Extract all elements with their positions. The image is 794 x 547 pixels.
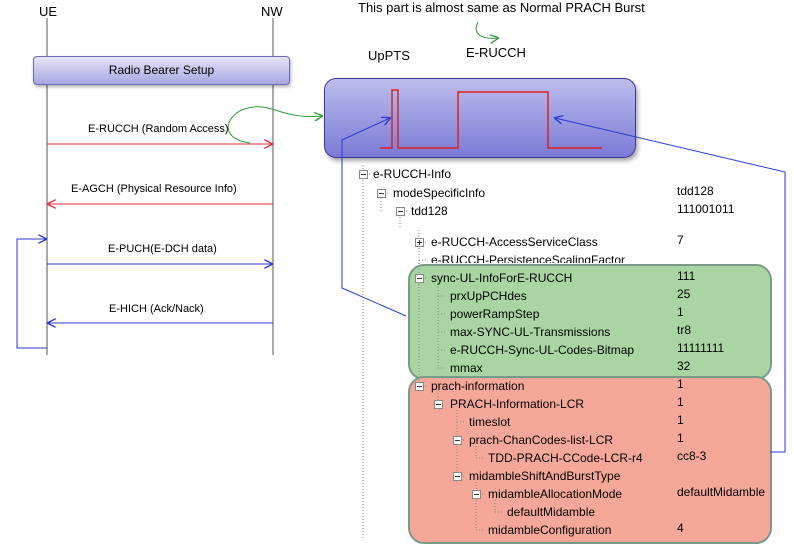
tree-node-timeslot[interactable]: timeslot — [469, 415, 511, 429]
tree-value: cc8-3 — [677, 449, 707, 463]
radio-bearer-setup-box: Radio Bearer Setup — [33, 56, 290, 85]
tree-value: 1 — [677, 431, 684, 445]
tree-node-power-ramp-step[interactable]: powerRampStep — [450, 307, 540, 321]
uppts-label: UpPTS — [368, 48, 410, 63]
tree-node-prach-chan-codes-list-lcr[interactable]: prach-ChanCodes-list-LCR — [469, 433, 614, 447]
tree-value: 32 — [677, 359, 691, 373]
tree-node-sync-ul-info[interactable]: sync-UL-InfoForE-RUCCH — [431, 271, 573, 285]
collapse-icon[interactable] — [453, 472, 462, 481]
radio-bearer-setup-label: Radio Bearer Setup — [108, 63, 215, 77]
tree-node-mode-specific-info[interactable]: modeSpecificInfo — [393, 186, 486, 200]
tree-node-persistence-scaling-factor[interactable]: e-RUCCH-PersistenceScalingFactor — [431, 253, 626, 263]
sync-group-to-pulse-link — [341, 118, 407, 317]
msg-label-e-rucch: E-RUCCH (Random Access) — [88, 123, 229, 135]
tree-node-midamble-shift-and-burst-type[interactable]: midambleShiftAndBurstType — [469, 469, 621, 483]
tree-node-prx-up-pch-des[interactable]: prxUpPCHdes — [450, 289, 527, 303]
tree-value: 4 — [677, 521, 684, 535]
ue-label: UE — [39, 4, 58, 19]
tree-value: 1 — [677, 377, 684, 391]
tree-node-default-midamble[interactable]: defaultMidamble — [507, 505, 596, 519]
prach-group-to-pulse-link — [555, 118, 786, 453]
erucch-to-burst-arrow — [227, 106, 322, 144]
tree-node-mmax[interactable]: mmax — [450, 361, 483, 375]
nw-label: NW — [261, 4, 283, 19]
sync-ul-info-group-highlight — [408, 264, 772, 380]
msg-label-e-agch: E-AGCH (Physical Resource Info) — [71, 183, 237, 195]
tree-value: 1 — [677, 305, 684, 319]
expand-icon[interactable] — [415, 238, 424, 247]
tree-node-tdd128[interactable]: tdd128 — [411, 204, 448, 218]
collapse-icon[interactable] — [453, 436, 462, 445]
top-note: This part is almost same as Normal PRACH… — [358, 0, 645, 15]
note-curve-arrow — [475, 21, 498, 38]
tree-node-tdd-prach-ccode-lcr-r4[interactable]: TDD-PRACH-CCode-LCR-r4 — [488, 451, 643, 465]
collapse-icon[interactable] — [472, 490, 481, 499]
tree-value: defaultMidamble — [677, 485, 766, 499]
tree-value: 11111111 — [677, 341, 725, 355]
tree-node-prach-information-lcr[interactable]: PRACH-Information-LCR — [450, 397, 585, 411]
tree-value: 111 — [677, 269, 696, 283]
tree-value: 7 — [677, 233, 684, 247]
tree-node-midamble-allocation-mode[interactable]: midambleAllocationMode — [488, 487, 623, 501]
tree-node-e-rucch-info[interactable]: e-RUCCH-Info — [373, 167, 452, 181]
tree-value: tr8 — [677, 323, 692, 337]
prach-information-group-highlight — [408, 376, 772, 544]
msg-label-e-puch: E-PUCH(E-DCH data) — [108, 243, 217, 255]
tree-node-max-sync-ul-transmissions[interactable]: max-SYNC-UL-Transmissions — [450, 325, 611, 339]
tree-value: 111001011 — [677, 202, 735, 216]
collapse-icon[interactable] — [377, 189, 386, 198]
msg-label-e-hich: E-HICH (Ack/Nack) — [109, 303, 204, 315]
collapse-icon[interactable] — [415, 274, 424, 283]
collapse-icon[interactable] — [434, 400, 443, 409]
tree-value: tdd128 — [677, 184, 714, 198]
tree-node-midamble-configuration[interactable]: midambleConfiguration — [488, 523, 612, 537]
tree-node-prach-information[interactable]: prach-information — [431, 379, 525, 393]
collapse-icon[interactable] — [396, 207, 405, 216]
tree-value: 1 — [677, 413, 684, 427]
loop-bracket — [16, 239, 47, 349]
burst-pulse-waveform — [380, 89, 602, 149]
collapse-icon[interactable] — [415, 382, 424, 391]
tree-value: 1 — [677, 395, 684, 409]
tree-connectors — [362, 165, 504, 540]
tree-node-sync-ul-codes-bitmap[interactable]: e-RUCCH-Sync-UL-Codes-Bitmap — [450, 343, 635, 357]
tree-value: 25 — [677, 287, 691, 301]
tree-node-access-service-class[interactable]: e-RUCCH-AccessServiceClass — [431, 235, 598, 249]
collapse-icon[interactable] — [359, 170, 368, 179]
erucch-label: E-RUCCH — [466, 45, 526, 60]
